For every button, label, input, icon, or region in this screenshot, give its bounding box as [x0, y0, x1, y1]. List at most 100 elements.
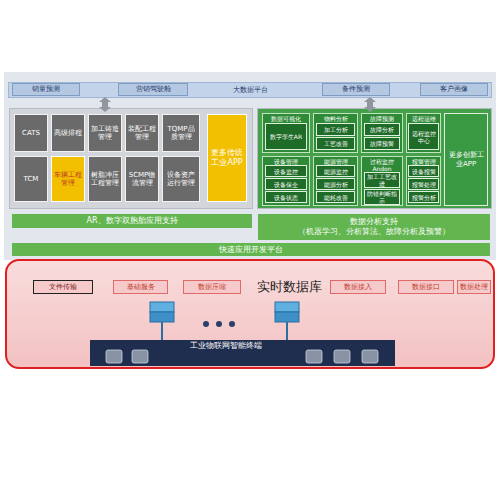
terminal-band: 工业物联网智能终端 — [90, 340, 395, 366]
node-text: 文件传输 — [49, 283, 77, 291]
node-text: 数据压缩 — [198, 283, 226, 291]
node-text: 快速应用开发平台 — [219, 245, 283, 255]
node-text: 设备保全 — [274, 181, 298, 188]
service-box: 基础服务 — [113, 280, 168, 294]
node-text: 实时数据库 — [257, 279, 322, 294]
node-text: 远程监控中心 — [409, 130, 438, 144]
support-band: 数据分析支持（机器学习、分析算法、故障分析及预警） — [258, 214, 490, 240]
node-text: 物料分析 — [324, 115, 348, 122]
function-box: 数字孪生AR — [265, 123, 307, 150]
group-box: 数据可视化数字孪生AR — [262, 113, 310, 153]
service-box: 数据处理 — [457, 280, 491, 294]
group-box: 过程监控Andon加工工艺改进防错判断指示 — [361, 156, 403, 206]
node-text: 装配工程管理 — [127, 125, 157, 141]
node-text: 备件预测 — [342, 86, 370, 93]
node-text: 设备管理 — [274, 158, 298, 165]
node-text: 树脂冲压工程管理 — [90, 171, 120, 187]
node-text: 故障预测 — [370, 115, 394, 122]
node-text: SCMP物流管理 — [127, 171, 157, 187]
node-text: 防错判断指示 — [365, 190, 399, 204]
node-text: TCM — [24, 175, 39, 183]
highlight-box: 更多创新工业APP — [444, 113, 488, 206]
node-text: 设备报警 — [412, 168, 436, 175]
module-box: 销量预测 — [12, 83, 80, 96]
node-text: 工业物联网智能终端 — [190, 341, 262, 351]
app-box: 树脂冲压工程管理 — [88, 156, 122, 202]
node-text: 报警管理 — [412, 158, 436, 165]
node-text: 能耗改善 — [324, 194, 348, 201]
function-box: 设备保全 — [265, 178, 307, 190]
node-text: 高级排程 — [54, 129, 82, 137]
node-text: 数据接口 — [412, 283, 440, 291]
function-box: 加工分析 — [316, 123, 355, 136]
group-box: 设备管理设备监控设备保全设备状态 — [262, 156, 310, 206]
node-text: 客户画像 — [440, 86, 468, 93]
function-box: 能源分析 — [316, 178, 355, 190]
app-box: SCMP物流管理 — [125, 156, 159, 202]
node-text: 设备资产运行管理 — [164, 171, 198, 187]
platform-band: 快速应用开发平台 — [12, 243, 490, 256]
node-text: 报警处理 — [412, 181, 436, 188]
node-text: 能源监控 — [324, 168, 348, 175]
node-text: AR、数字双胞胎应用支持 — [86, 216, 177, 226]
node-text: 更多传统工业APP — [210, 148, 244, 168]
node-text: 过程监控Andon — [362, 158, 402, 172]
function-box: 能耗改善 — [316, 191, 355, 203]
node-text: CATS — [22, 129, 40, 137]
node-text: 数据可视化 — [271, 115, 301, 122]
function-box: 设备监控 — [265, 165, 307, 177]
app-box: 加工铸造管理 — [88, 114, 122, 152]
app-box: 高级排程 — [51, 114, 85, 152]
node-text: 大数据平台 — [233, 86, 268, 94]
service-box: 数据接口 — [398, 280, 454, 294]
support-band: AR、数字双胞胎应用支持 — [12, 214, 252, 228]
group-box: 物料分析加工分析工艺改善 — [313, 113, 358, 153]
function-box: 工艺改善 — [316, 137, 355, 150]
node-text: 数据处理 — [460, 283, 488, 291]
service-box: 文件传输 — [33, 280, 93, 294]
node-text: 更多创新工业APP — [447, 151, 485, 169]
app-box: TQMP品质管理 — [162, 114, 200, 152]
module-box: 客户画像 — [420, 83, 488, 96]
group-box: 远程运维远程监控中心 — [406, 113, 441, 153]
node-text: 故障预警 — [370, 140, 394, 147]
app-box: 装配工程管理 — [125, 114, 159, 152]
group-box: 故障预测故障分析故障预警 — [361, 113, 403, 153]
app-box: 设备资产运行管理 — [162, 156, 200, 202]
service-box: 数据接入 — [330, 280, 386, 294]
highlight-box: 车辆工程管理 — [51, 156, 85, 202]
node-text: 车辆工程管理 — [53, 171, 83, 187]
node-text: 加工铸造管理 — [90, 125, 120, 141]
function-box: 能源监控 — [316, 165, 355, 177]
function-box: 设备报警 — [408, 165, 439, 177]
node-text: 故障分析 — [370, 126, 394, 133]
service-box: 数据压缩 — [183, 280, 241, 294]
group-box: 报警管理设备报警报警处理报警分析 — [406, 156, 441, 206]
node-text: 数字孪生AR — [270, 133, 302, 140]
module-box: 营销驾驶舱 — [118, 83, 188, 96]
node-text: 设备状态 — [274, 194, 298, 201]
node-text: 设备监控 — [274, 168, 298, 175]
app-box: CATS — [14, 114, 48, 152]
module-box: 备件预测 — [322, 83, 390, 96]
function-box: 故障预警 — [364, 137, 400, 150]
function-box: 防错判断指示 — [364, 189, 400, 205]
function-box: 故障分析 — [364, 123, 400, 136]
node-text: 数据分析支持 — [350, 217, 398, 227]
function-box: 设备状态 — [265, 191, 307, 203]
database-region: 实时数据库 文件传输 基础服务 数据压缩 数据接入 数据接口 数据处理工业物联网智能终端 — [5, 259, 495, 369]
node-text: 数据接入 — [344, 283, 372, 291]
function-box: 远程监控中心 — [408, 123, 439, 150]
function-box: 报警处理 — [408, 178, 439, 190]
node-text: TQMP品质管理 — [164, 125, 198, 141]
node-text: 能源分析 — [324, 181, 348, 188]
node-text: 加工工艺改进 — [365, 173, 399, 187]
function-box: 加工工艺改进 — [364, 172, 400, 188]
node-text: 远程运维 — [412, 115, 436, 122]
node-text: 工艺改善 — [324, 140, 348, 147]
app-box: TCM — [14, 156, 48, 202]
node-text: 基础服务 — [127, 283, 155, 291]
double-arrow — [99, 97, 376, 112]
platform-band: 大数据平台 销量预测 营销驾驶舱 备件预测 客户画像 — [8, 82, 492, 98]
function-box: 报警分析 — [408, 191, 439, 203]
